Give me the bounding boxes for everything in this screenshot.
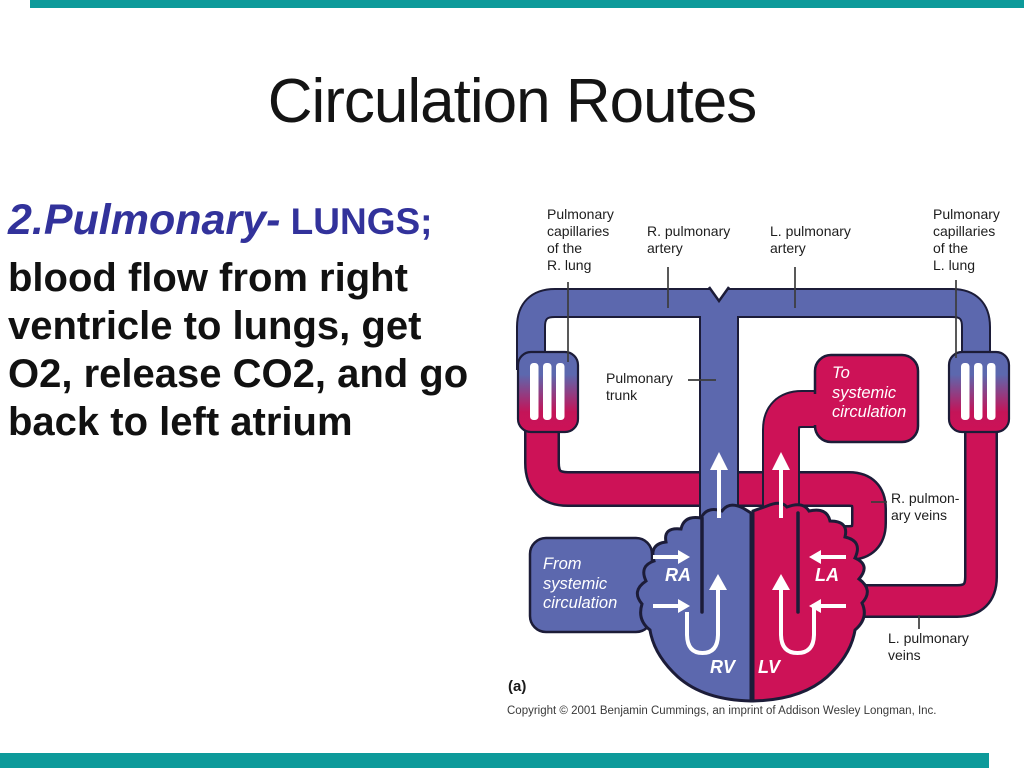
intro-highlight: LUNGS; — [280, 201, 433, 242]
label-from-systemic-circulation: From systemic circulation — [543, 555, 618, 612]
label-right-ventricle: RV — [710, 657, 736, 677]
label-right-atrium: RA — [665, 565, 691, 585]
aorta-fill — [764, 392, 818, 552]
label-r-pulmonary-artery: R. pulmonary artery — [647, 223, 731, 256]
intro-prefix: 2.Pulmonary- — [8, 196, 281, 244]
panel-letter: (a) — [508, 678, 527, 695]
label-to-systemic-circulation: To systemic circulation — [832, 364, 907, 421]
label-r-pulmonary-veins: R. pulmon- ary veins — [891, 490, 960, 523]
pulmonary-arteries-fill — [518, 290, 989, 370]
label-left-ventricle: LV — [758, 657, 781, 677]
page-title: Circulation Routes — [267, 67, 758, 136]
label-left-atrium: LA — [815, 565, 839, 585]
leader-lines — [567, 267, 957, 629]
intro-text-block: 2.Pulmonary- LUNGS; blood flow from righ… — [8, 196, 508, 446]
intro-body: blood flow from right ventricle to lungs… — [8, 256, 469, 444]
heart-right-side-blue — [635, 503, 753, 703]
heart-left-side-red — [751, 501, 869, 703]
label-pulmonary-capillaries-right: Pulmonary capillaries of the R. lung — [547, 206, 614, 273]
right-lung-capillaries — [516, 350, 580, 434]
left-lung-capillaries — [947, 350, 1011, 434]
copyright-line: Copyright © 2001 Benjamin Cummings, an i… — [507, 705, 937, 717]
r-pulmonary-veins-fill — [526, 424, 885, 559]
flow-arrowheads — [678, 452, 821, 613]
label-pulmonary-trunk: Pulmonary trunk — [606, 370, 673, 403]
aorta-box-junction — [813, 394, 821, 425]
l-pulmonary-veins-fill — [814, 424, 996, 616]
label-l-pulmonary-artery: L. pulmonary artery — [770, 223, 851, 256]
artery-junction-notch — [707, 286, 731, 304]
flow-arrows — [653, 468, 846, 656]
label-l-pulmonary-veins: L. pulmonary veins — [888, 630, 969, 663]
bottom-accent-bar — [0, 753, 989, 768]
label-pulmonary-capillaries-left: Pulmonary capillaries of the L. lung — [933, 206, 1000, 273]
top-accent-bar — [30, 0, 1024, 8]
